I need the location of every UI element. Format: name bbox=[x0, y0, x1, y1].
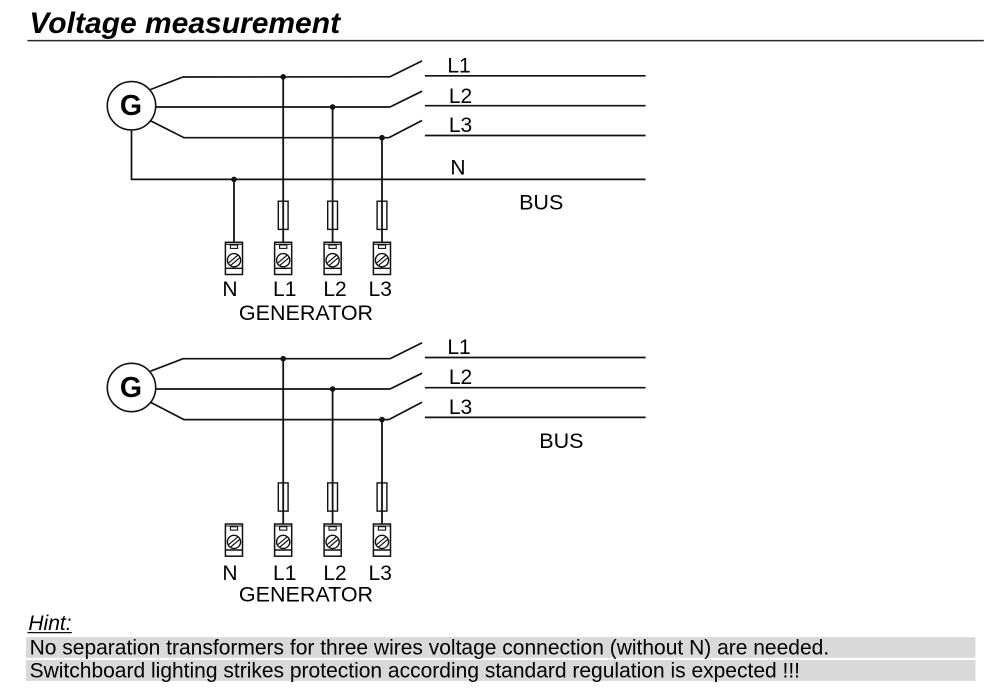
svg-text:L1: L1 bbox=[447, 336, 470, 359]
svg-text:No separation transformers for: No separation transformers for three wir… bbox=[30, 637, 830, 660]
svg-text:G: G bbox=[120, 90, 142, 122]
svg-text:L1: L1 bbox=[273, 562, 296, 585]
svg-text:L2: L2 bbox=[323, 278, 346, 301]
svg-text:N: N bbox=[450, 157, 465, 180]
svg-text:BUS: BUS bbox=[539, 429, 583, 453]
svg-text:L2: L2 bbox=[323, 562, 346, 585]
svg-text:Hint:: Hint: bbox=[28, 612, 71, 635]
svg-text:Switchboard lighting strikes p: Switchboard lighting strikes protection … bbox=[30, 659, 800, 682]
svg-text:L3: L3 bbox=[369, 562, 392, 585]
svg-text:L1: L1 bbox=[273, 278, 296, 301]
svg-text:BUS: BUS bbox=[519, 190, 563, 214]
svg-text:L3: L3 bbox=[369, 278, 392, 301]
svg-text:N: N bbox=[222, 278, 237, 301]
svg-text:N: N bbox=[222, 562, 237, 585]
svg-text:GENERATOR: GENERATOR bbox=[239, 301, 373, 325]
svg-text:L2: L2 bbox=[449, 85, 472, 108]
svg-text:L2: L2 bbox=[449, 366, 472, 389]
svg-text:L1: L1 bbox=[447, 54, 470, 77]
svg-text:GENERATOR: GENERATOR bbox=[239, 583, 373, 607]
svg-text:Voltage measurement: Voltage measurement bbox=[29, 7, 342, 40]
svg-text:L3: L3 bbox=[449, 396, 472, 419]
svg-text:L3: L3 bbox=[449, 114, 472, 137]
svg-text:G: G bbox=[120, 372, 142, 404]
